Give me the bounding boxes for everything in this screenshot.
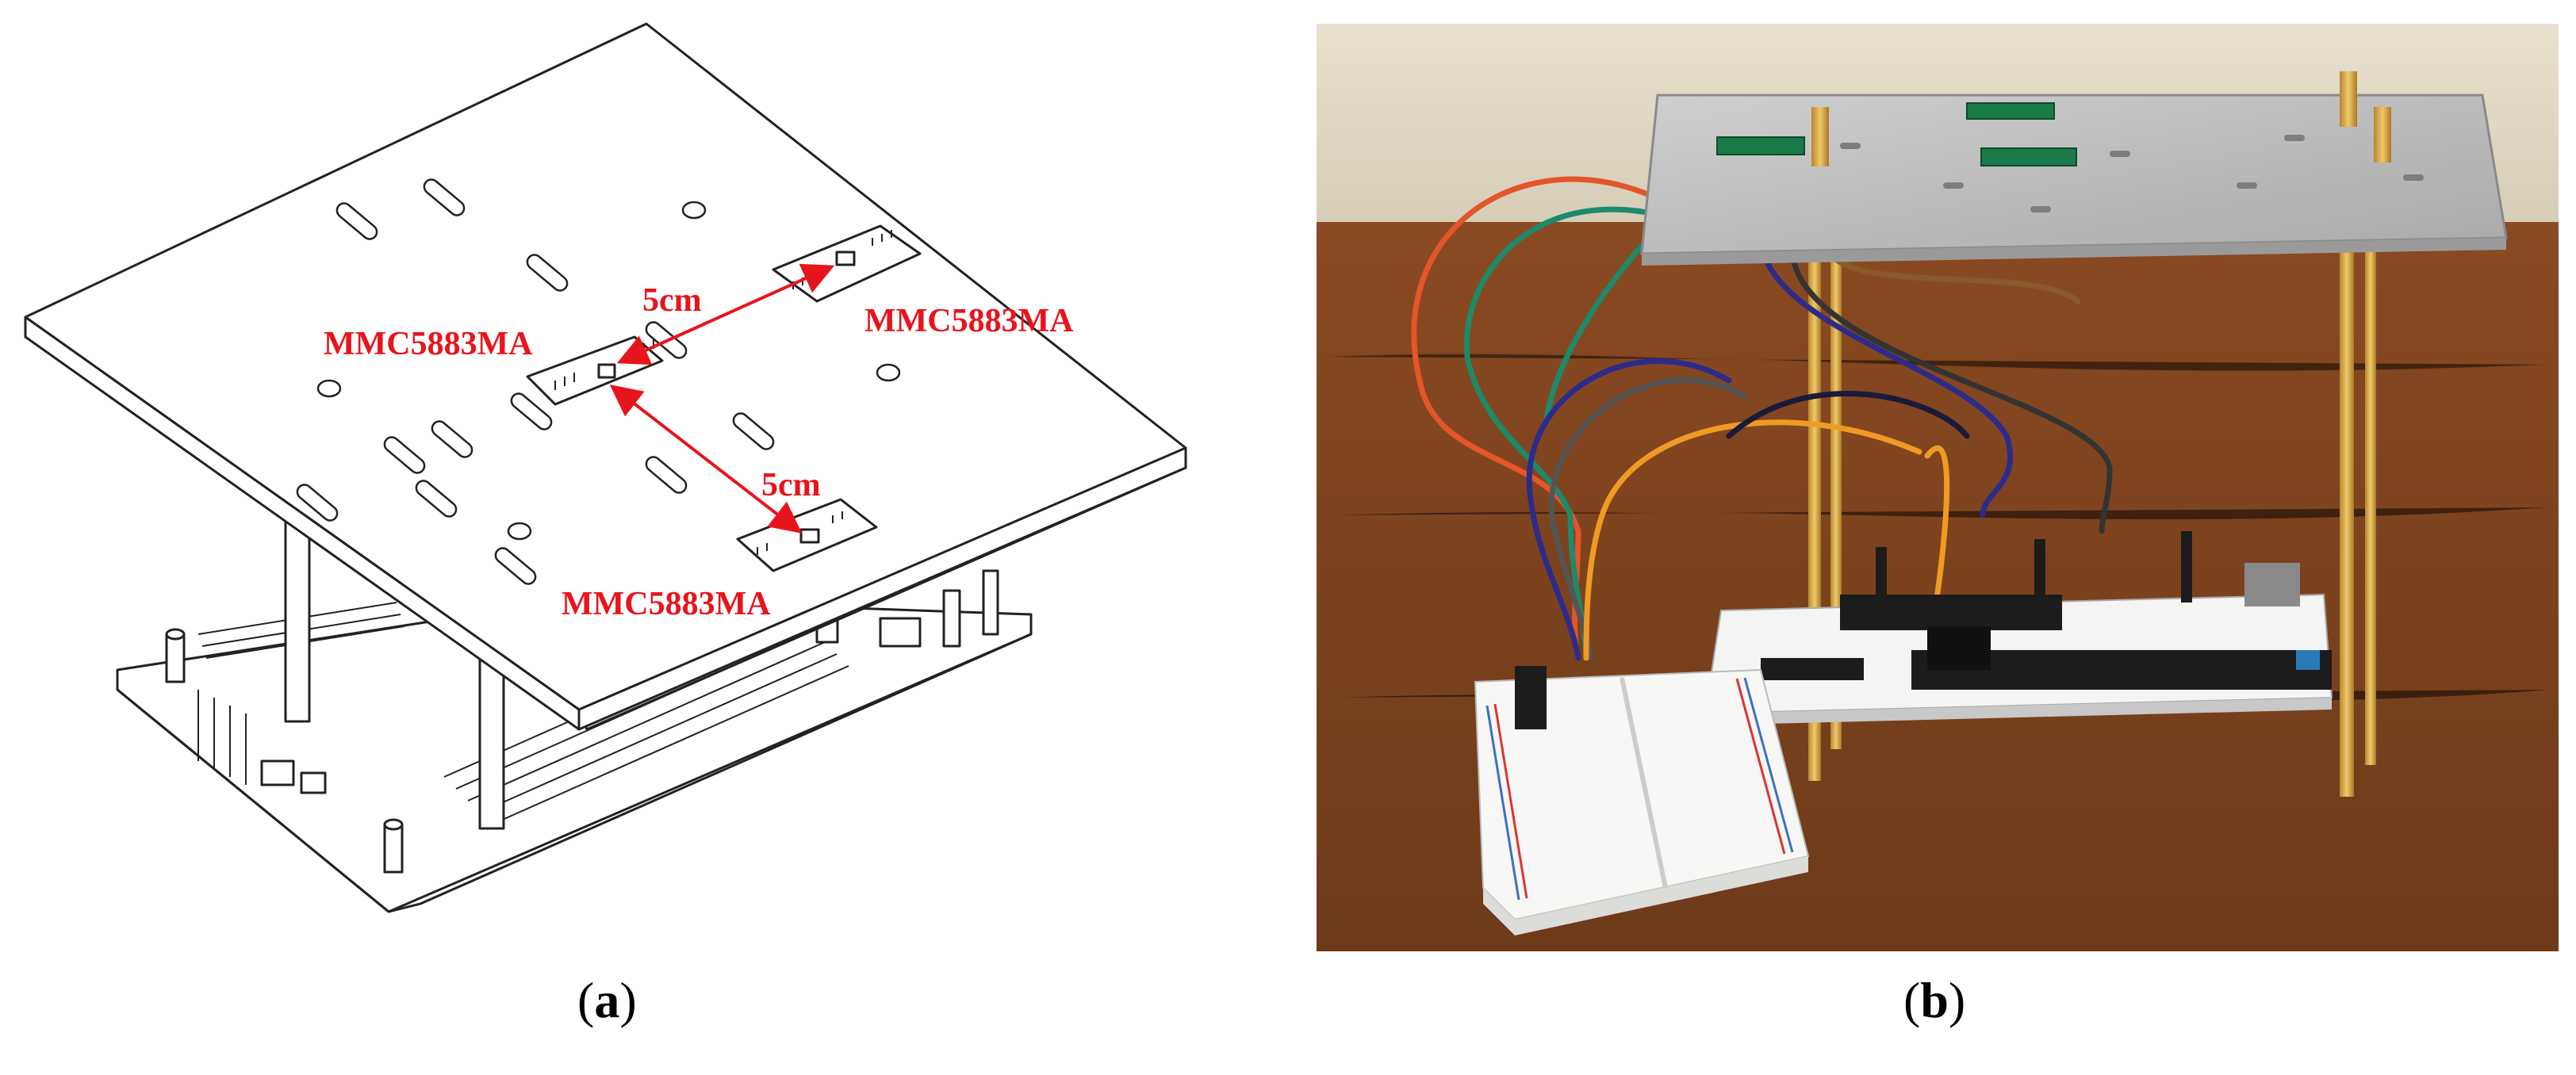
caption-b-letter: b: [1920, 972, 1949, 1028]
top-spacers: [1811, 71, 2391, 166]
sensor-label-bottom: MMC5883MA: [562, 586, 771, 622]
caption-a-letter: a: [594, 972, 620, 1028]
plate-holes: [316, 201, 901, 541]
sensor-board-3: [736, 498, 878, 572]
hardware-photo: [1317, 24, 2559, 951]
distance-arrow-vertical: [609, 384, 803, 534]
sensor-label-right: MMC5883MA: [864, 303, 1074, 339]
lower-board: [116, 569, 1033, 913]
distance-arrow-horizontal: [616, 263, 835, 365]
top-plate-edge: [1642, 238, 2506, 266]
distance-arrows: [609, 263, 835, 534]
caption-b: (b): [1903, 972, 1966, 1028]
isometric-drawing: 5cm 5cm MMC5883MA MMC5883MA MMC5883MA: [24, 22, 1187, 913]
distance-label-2: 5cm: [761, 467, 821, 503]
distance-label-1: 5cm: [642, 282, 702, 319]
plate-slots-photo: [1840, 135, 2424, 212]
panel-a-drawing: 5cm 5cm MMC5883MA MMC5883MA MMC5883MA: [0, 0, 1269, 967]
sensor-label-left: MMC5883MA: [324, 326, 533, 362]
panel-b-photo: [1317, 24, 2559, 951]
sensor-boards-photo: [1716, 102, 2077, 166]
caption-a: (a): [577, 972, 637, 1028]
jumper-wires: [1411, 176, 2113, 661]
breadboard-photo: [1474, 666, 1810, 935]
